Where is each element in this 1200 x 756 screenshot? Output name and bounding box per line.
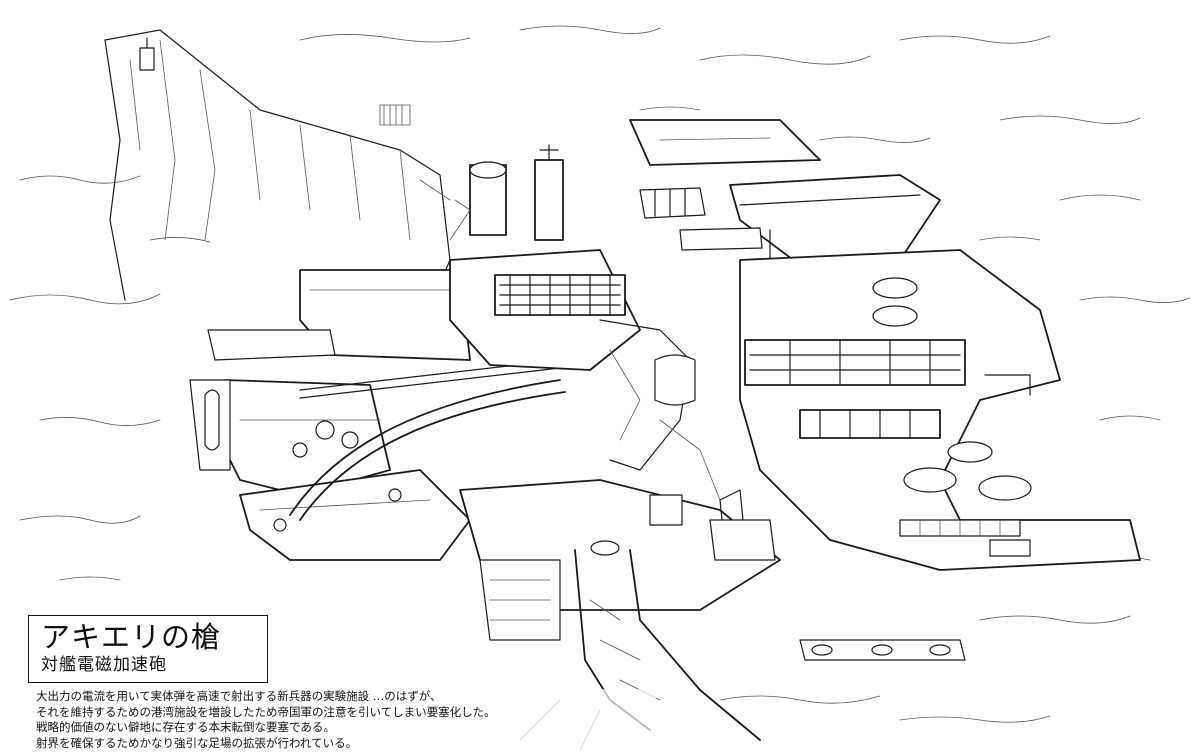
left-deck-platforms bbox=[189, 269, 471, 561]
description-line-2: それを維持するための港湾施設を増設したため帝国軍の注意を引いてしまい要塞化した。 bbox=[36, 704, 496, 719]
caption-description: 大出力の電流を用いて実体弾を高速で射出する新兵器の実験施設 …のはずが、 それを… bbox=[36, 689, 656, 751]
caption-title: アキエリの槍 bbox=[41, 620, 222, 654]
lower-center-structures bbox=[459, 479, 966, 751]
upper-right-buildings bbox=[629, 119, 941, 311]
central-fortress bbox=[419, 144, 641, 371]
description-line-3: 戦略的価値のない僻地に存在する本末転倒な要塞である。 bbox=[36, 720, 335, 734]
description-line-4: 射界を確保するためかなり強引な足場の拡張が行われている。 bbox=[36, 735, 358, 750]
title-box: アキエリの槍 対艦電磁加速砲 bbox=[28, 615, 268, 683]
description-line-1: 大出力の電流を用いて実体弾を高速で射出する新兵器の実験施設 …のはずが、 bbox=[36, 689, 442, 703]
left-cliff bbox=[104, 29, 451, 331]
center-crater-cliff bbox=[599, 319, 721, 501]
caption-subtitle: 対艦電磁加速砲 bbox=[41, 655, 167, 675]
right-deck-docks bbox=[739, 249, 1141, 571]
